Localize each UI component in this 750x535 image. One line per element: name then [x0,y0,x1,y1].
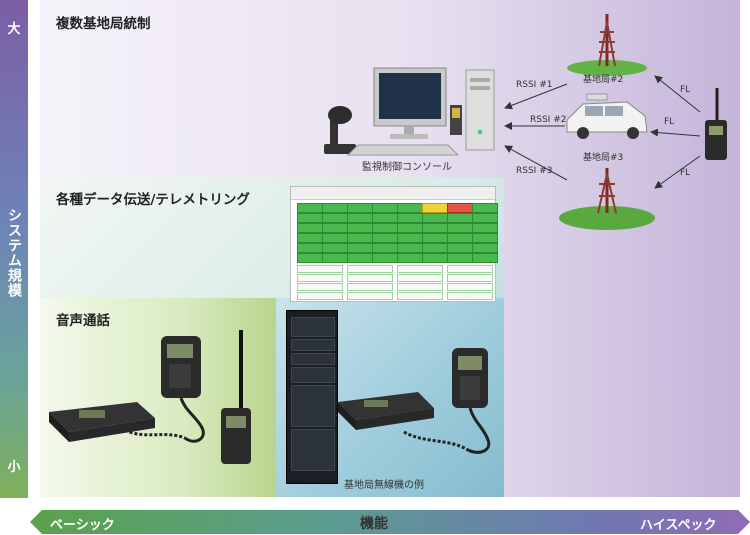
telemetry-status-cell [447,223,473,233]
rssi-1-label: RSSI #1 [516,80,553,90]
telemetry-status-cell [397,253,423,263]
vehicle-illustration [566,93,648,139]
telemetry-status-cell [322,203,348,213]
telemetry-status-cell [472,203,498,213]
telemetry-detail-row [297,274,343,282]
telemetry-status-cell [322,213,348,223]
console-illustration [324,67,495,156]
telemetry-status-cell [397,233,423,243]
station-2-label: 基地局#2 [583,75,624,85]
voice-title: 音声通話 [56,313,110,329]
telemetry-detail-row [447,292,493,300]
system-scale-axis [0,0,28,498]
telemetry-status-cell [447,243,473,253]
telemetry-detail-row [397,292,443,300]
telemetry-status-cell [372,203,398,213]
telemetry-detail-row [347,283,393,291]
telemetry-status-cell [297,213,323,223]
telemetry-status-cell [447,203,473,213]
telemetry-status-cell [472,253,498,263]
voice-radio-illustration [49,330,251,464]
telemetry-status-cell [397,243,423,253]
network-diagram [504,14,727,230]
telemetry-status-cell [297,233,323,243]
telemetry-screen-header [291,187,495,200]
equipment-rack [286,310,338,484]
multi-station-title: 複数基地局統制 [56,16,151,32]
telemetry-status-cell [447,213,473,223]
telemetry-detail-row [347,265,393,273]
data-telemetry-title: 各種データ伝送/テレメトリング [56,192,250,208]
axis-large-label: 大 [7,22,21,37]
telemetry-status-cell [422,213,448,223]
telemetry-detail-row [297,283,343,291]
telemetry-status-cell [322,253,348,263]
telemetry-detail-row [447,283,493,291]
axis-basic-label: ベーシック [50,518,115,533]
telemetry-status-cell [372,253,398,263]
telemetry-status-cell [472,243,498,253]
telemetry-detail-row [347,292,393,300]
telemetry-status-cell [372,233,398,243]
telemetry-detail-row [447,265,493,273]
telemetry-screen [290,186,498,302]
base-station-example-caption: 基地局無線機の例 [344,480,424,491]
fl-bottom-label: FL [680,168,691,178]
telemetry-status-cell [322,243,348,253]
fl-mid-label: FL [664,117,675,127]
axis-system-scale-label: システム規模 [6,208,22,298]
telemetry-status-cell [372,223,398,233]
telemetry-status-cell [372,243,398,253]
telemetry-status-cell [347,213,373,223]
telemetry-status-cell [297,203,323,213]
telemetry-status-cell [397,223,423,233]
telemetry-detail-row [297,292,343,300]
telemetry-status-cell [447,253,473,263]
telemetry-detail-row [397,283,443,291]
fl-top-label: FL [680,85,691,95]
axis-left-arrowhead [30,510,42,534]
telemetry-status-cell [372,213,398,223]
axis-highspec-label: ハイスペック [640,518,717,533]
telemetry-status-cell [297,253,323,263]
base-station-3-tower [559,168,655,230]
console-caption: 監視制御コンソール [362,162,452,173]
axis-small-label: 小 [7,460,21,475]
axis-function-label: 機能 [360,516,388,532]
base-radio-illustration [338,348,491,454]
telemetry-detail-row [397,274,443,282]
telemetry-status-cell [322,223,348,233]
telemetry-status-cell [447,233,473,243]
telemetry-detail-row [447,274,493,282]
telemetry-status-cell [472,213,498,223]
handheld-radio-illustration [705,88,727,160]
telemetry-status-cell [397,203,423,213]
telemetry-status-cell [422,223,448,233]
axis-right-arrowhead [738,510,750,534]
base-station-2-tower [567,14,647,76]
telemetry-status-cell [347,243,373,253]
telemetry-status-cell [347,253,373,263]
telemetry-status-cell [297,223,323,233]
telemetry-status-cell [472,223,498,233]
telemetry-detail-row [397,265,443,273]
station-3-label: 基地局#3 [583,153,624,163]
telemetry-status-cell [422,253,448,263]
telemetry-detail-row [297,265,343,273]
telemetry-status-cell [322,233,348,243]
telemetry-status-cell [297,243,323,253]
telemetry-status-cell [472,233,498,243]
telemetry-detail-row [347,274,393,282]
telemetry-status-cell [347,233,373,243]
telemetry-status-cell [347,223,373,233]
function-axis [42,510,738,534]
telemetry-status-cell [422,233,448,243]
rssi-2-label: RSSI #2 [530,115,567,125]
telemetry-status-cell [422,243,448,253]
telemetry-status-cell [422,203,448,213]
rssi-3-label: RSSI #3 [516,166,553,176]
telemetry-status-cell [397,213,423,223]
telemetry-status-cell [347,203,373,213]
